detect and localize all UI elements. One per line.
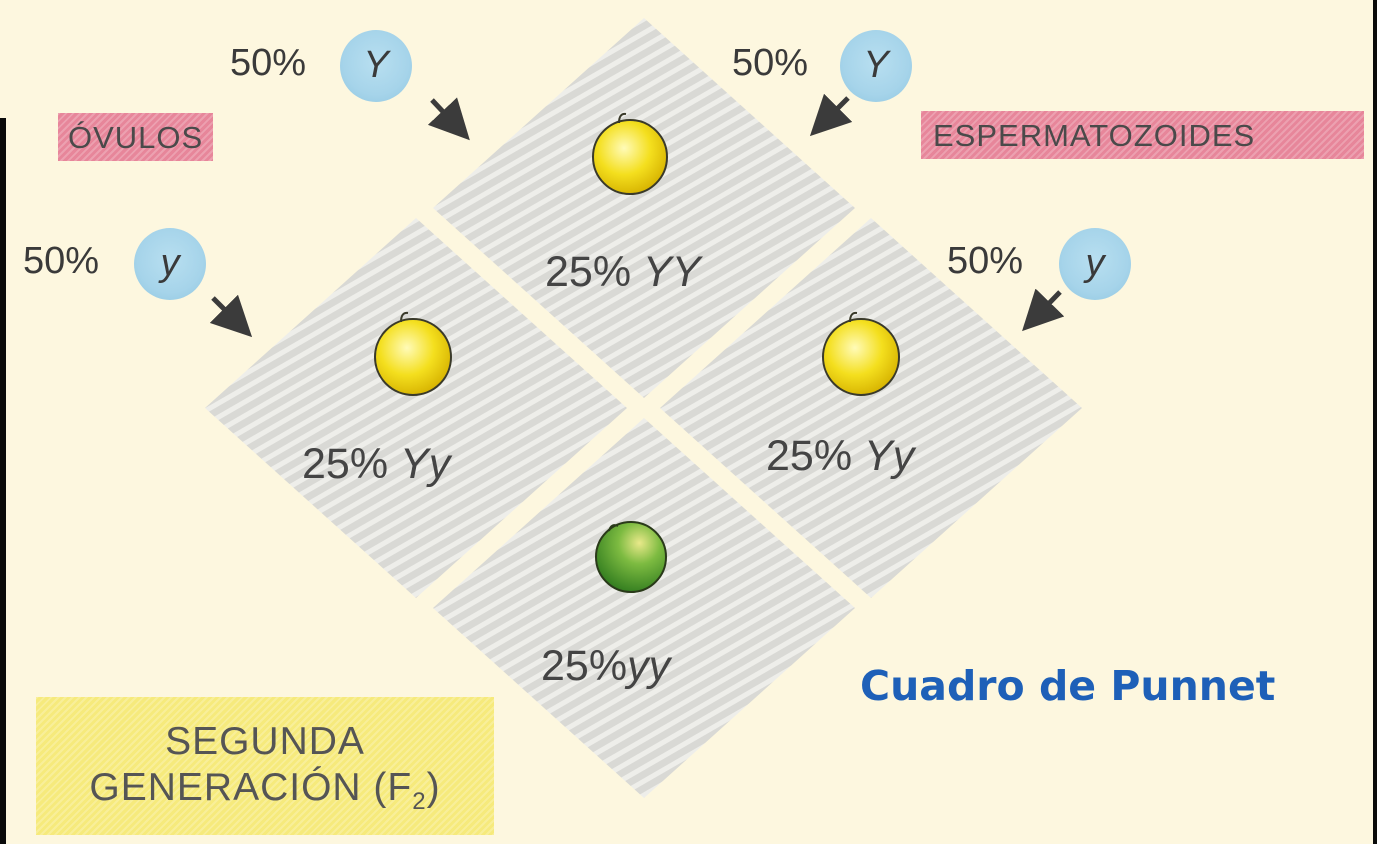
cell-genotype: yy [627,642,671,690]
cell-genotype: Yy [400,440,451,488]
cell-label-left: 25% Yy [302,440,450,489]
diagram-title: Cuadro de Punnet [860,662,1276,710]
cell-percent: 25% [302,440,389,488]
left-border [0,118,6,844]
allele-circle: y [134,228,206,300]
arrow-ovule-y [209,294,253,338]
seed-yellow-icon [822,311,900,396]
cell-bottom [433,418,855,798]
cell-percent: 25% [545,248,632,296]
cell-top [433,18,855,398]
cell-genotype: YY [643,248,701,296]
espermatozoides-label: ESPERMATOZOIDES [921,111,1364,159]
allele-circle: Y [340,30,412,102]
seed-yellow-icon [374,311,452,396]
gamete-percent: 50% [23,240,100,282]
cell-right [660,218,1082,598]
gamete-percent: 50% [230,42,307,84]
gamete-percent: 50% [947,240,1024,282]
generation-line1: SEGUNDA [165,720,365,763]
cell-left [205,218,627,598]
arrow-sperm-Y [809,93,853,137]
cell-genotype: Yy [864,432,915,480]
arrow-ovule-Y [427,97,470,141]
cell-label-bottom: 25%yy [541,642,670,691]
seed-yellow-icon [592,112,668,195]
cell-label-right: 25% Yy [766,432,914,481]
cell-percent: 25% [766,432,853,480]
ovulos-label: ÓVULOS [58,113,214,161]
seed-green-icon [595,521,667,593]
gamete-percent: 50% [732,42,809,84]
right-border [1373,0,1377,844]
cell-label-top: 25% YY [545,248,700,297]
allele-circle: y [1059,228,1131,300]
arrow-sperm-y [1022,288,1065,332]
allele-circle: Y [840,30,912,102]
generation-label: SEGUNDA GENERACIÓN (F2) [36,697,494,835]
cell-percent: 25% [541,642,628,690]
generation-line2: GENERACIÓN (F2) [89,766,441,815]
